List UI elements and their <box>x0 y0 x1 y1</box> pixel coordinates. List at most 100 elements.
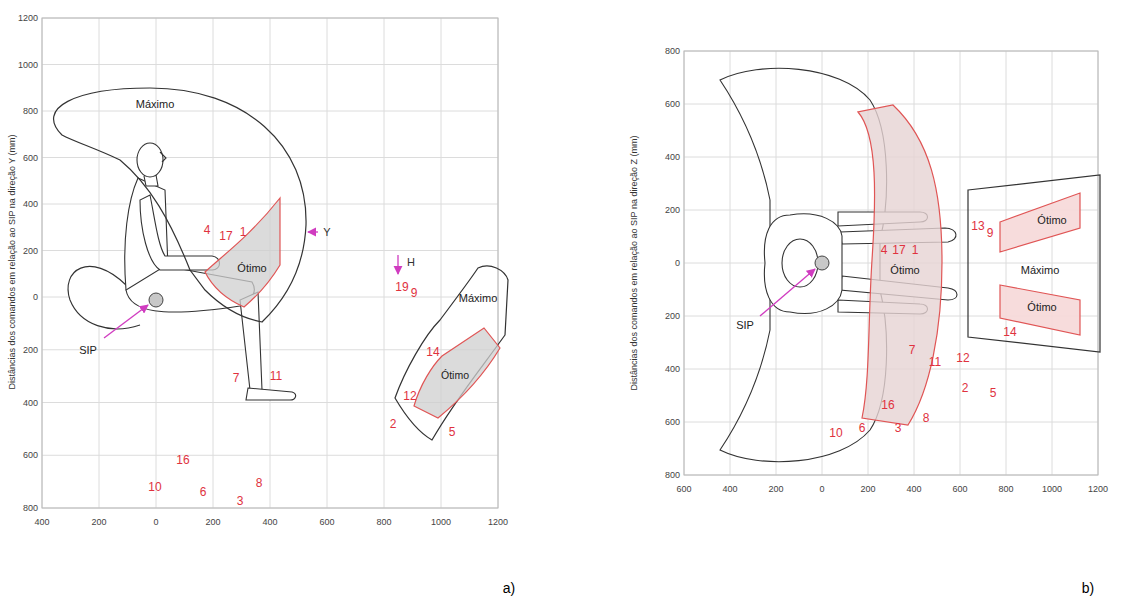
callout-number: 6 <box>200 486 207 498</box>
axis-tick-label: 200 <box>205 518 220 527</box>
zone-outline <box>966 173 1102 354</box>
axis-tick-label: 1200 <box>1088 485 1108 494</box>
axis-tick-label: 600 <box>952 485 967 494</box>
axis-tick-label: 400 <box>23 200 38 209</box>
sip-label: SIP <box>79 345 97 356</box>
zone-shape <box>205 198 280 307</box>
direction-arrow <box>397 255 398 274</box>
axis-tick-label: 800 <box>998 485 1013 494</box>
callout-number: 14 <box>426 346 439 358</box>
axis-tick-label: 800 <box>23 107 38 116</box>
optimal-band: Ótimo <box>856 102 946 428</box>
max-pedal-panel: MáximoÓtimoÓtimo <box>966 173 1102 354</box>
axis-tick-label: 200 <box>860 485 875 494</box>
zone-label: Máximo <box>136 99 175 110</box>
axis-tick-label: 200 <box>91 518 106 527</box>
zone-shape <box>858 105 942 425</box>
callout-number: 11 <box>929 356 941 368</box>
axis-tick-label: 600 <box>676 485 691 494</box>
axis-tick-label: 1200 <box>488 518 508 527</box>
callout-number: 10 <box>829 427 842 439</box>
axis-tick-label: 0 <box>33 293 38 302</box>
callout-number: 6 <box>859 422 866 434</box>
axis-tick-label: 800 <box>665 471 680 480</box>
axis-tick-label: 400 <box>906 485 921 494</box>
callout-number: 16 <box>881 399 894 411</box>
max-foot-envelope: MáximoÓtimo <box>392 264 510 444</box>
grid-line <box>327 18 328 508</box>
direction-label: Y <box>323 227 330 238</box>
optimal-zone: Ótimo <box>412 326 502 420</box>
zone-shape <box>1000 193 1080 252</box>
zone-label: Ótimo <box>1037 215 1066 226</box>
reach-envelope-outline <box>720 68 887 461</box>
axis-tick-label: 0 <box>675 259 680 268</box>
optimal-zone: Ótimo <box>203 196 283 310</box>
zone-outline <box>203 196 283 310</box>
zone-shape <box>968 175 1100 352</box>
callout-number: 16 <box>176 454 189 466</box>
axis-title: Distâncias dos comandos em relação ao SI… <box>630 136 639 391</box>
axis-tick-label: 400 <box>262 518 277 527</box>
axis-tick-label: 200 <box>665 206 680 215</box>
axis-tick-label: 600 <box>319 518 334 527</box>
zone-label: Ótimo <box>441 370 469 381</box>
axis-tick-label: 600 <box>665 418 680 427</box>
callout-number: 4 <box>204 224 211 236</box>
plot-frame <box>42 18 498 508</box>
callout-number: 14 <box>1003 326 1016 338</box>
axis-tick-label: 400 <box>23 398 38 407</box>
sip-point <box>149 293 163 307</box>
callout-number: 2 <box>962 382 969 394</box>
callout-number: 13 <box>971 220 984 232</box>
zone-outline <box>36 84 312 328</box>
axis-tick-label: 1000 <box>18 60 38 69</box>
axis-tick-label: 200 <box>23 246 38 255</box>
grid-line <box>730 51 731 475</box>
axis-tick-label: 600 <box>665 100 680 109</box>
callout-number: 1 <box>912 244 919 256</box>
sip-point <box>815 256 829 270</box>
optimal-zone: Ótimo <box>998 191 1082 254</box>
axis-title: Distâncias dos comandos em relação ao SI… <box>8 134 17 389</box>
callout-number: 12 <box>403 390 416 402</box>
callout-number: 9 <box>987 227 994 239</box>
axis-tick-label: 400 <box>665 365 680 374</box>
axis-tick-label: 1000 <box>431 518 451 527</box>
callout-number: 5 <box>449 426 456 438</box>
callout-number: 7 <box>233 372 240 384</box>
axis-tick-label: 400 <box>665 153 680 162</box>
grid-line <box>684 104 1098 105</box>
direction-label: H <box>407 257 415 268</box>
zone-shape <box>395 266 508 440</box>
seated-person-side <box>68 143 296 400</box>
callout-number: 7 <box>909 344 916 356</box>
grid-line <box>960 51 961 475</box>
max-reach-envelope: MáximoÓtimo <box>36 84 312 328</box>
zone-label: Ótimo <box>1027 302 1056 313</box>
callout-number: 11 <box>270 370 282 382</box>
sip-arrow <box>104 305 148 338</box>
axis-tick-label: 600 <box>23 451 38 460</box>
sip-arrow <box>760 269 815 316</box>
axis-tick-label: 0 <box>153 518 158 527</box>
grid-line <box>1052 51 1053 475</box>
axis-tick-label: 0 <box>819 485 824 494</box>
zone-label: Máximo <box>459 293 498 304</box>
axis-tick-label: 200 <box>768 485 783 494</box>
grid-lines <box>42 18 1098 508</box>
axis-tick-label: 600 <box>23 153 38 162</box>
zone-label: Ótimo <box>890 265 919 276</box>
grid-line <box>1006 51 1007 475</box>
callout-number: 1 <box>240 226 247 238</box>
panel-caption: a) <box>503 581 515 595</box>
callout-number: 8 <box>923 412 930 424</box>
callout-number: 8 <box>256 477 263 489</box>
callout-number: 3 <box>895 422 902 434</box>
zone-shape <box>54 88 306 322</box>
plot-frame <box>684 51 1098 475</box>
zone-label: Ótimo <box>237 263 266 274</box>
axis-tick-label: 200 <box>23 345 38 354</box>
